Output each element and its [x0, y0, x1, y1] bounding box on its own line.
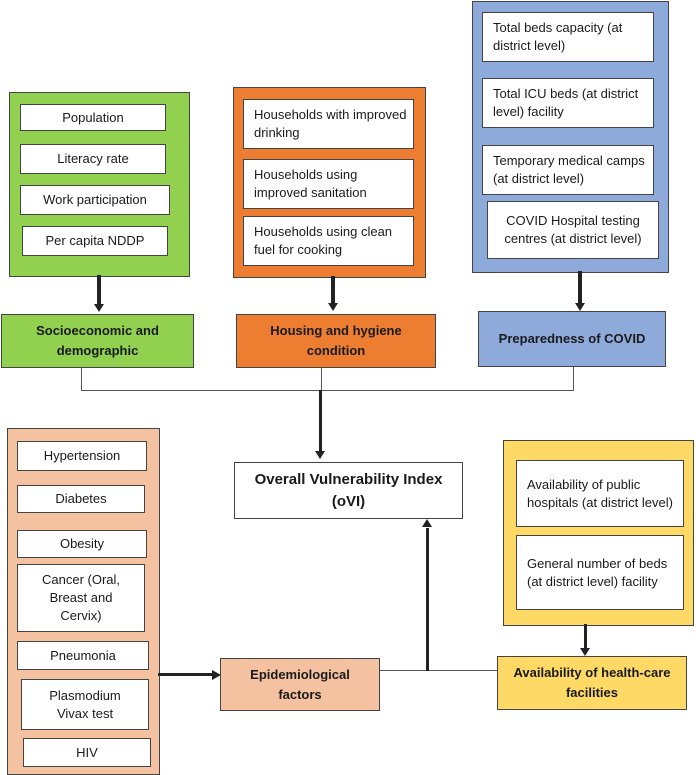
epi-category-box: Epidemiological factors: [220, 658, 380, 711]
socio-item-work: Work participation: [20, 185, 170, 215]
lower-bracket: [380, 670, 497, 671]
covid-item-camps: Temporary medical camps (at district lev…: [482, 145, 654, 195]
upper-bracket-right: [573, 367, 574, 390]
health-arrowhead: [580, 648, 590, 656]
ovi-abbr: (oVI): [331, 492, 366, 510]
epi-arrowhead: [212, 670, 221, 680]
lower-to-ovi: [426, 528, 429, 671]
housing-to-bracket: [321, 368, 322, 390]
covid-connector: [578, 271, 582, 304]
health-item-hospitals: Availability of public hospitals (at dis…: [516, 460, 684, 527]
socio-category-box: Socioeconomic and demographic: [1, 314, 194, 368]
health-category-box: Availability of health-care facilities: [497, 656, 687, 710]
housing-item-fuel: Households using clean fuel for cooking: [243, 216, 414, 266]
ovi-top-arrowhead: [315, 451, 325, 459]
upper-bracket-bottom: [81, 390, 574, 391]
housing-connector: [331, 276, 335, 304]
ovi-title: Overall Vulnerability Index: [254, 470, 443, 488]
socio-item-population: Population: [20, 104, 166, 131]
covid-arrowhead: [575, 303, 585, 311]
epi-item-pneumonia: Pneumonia: [17, 641, 149, 670]
epi-item-cancer: Cancer (Oral, Breast and Cervix): [17, 564, 145, 632]
covid-item-beds: Total beds capacity (at district level): [482, 12, 654, 62]
socio-item-literacy: Literacy rate: [20, 144, 166, 174]
upper-bracket-left: [81, 368, 82, 390]
epi-item-diabetes: Diabetes: [17, 485, 145, 513]
housing-item-sanitation: Households using improved sanitation: [243, 159, 414, 209]
housing-arrowhead: [328, 303, 338, 311]
health-connector: [584, 624, 587, 649]
socio-connector: [97, 275, 101, 305]
ovi-bottom-arrowhead: [422, 519, 432, 527]
housing-item-drinking: Households with improved drinking: [243, 99, 414, 149]
epi-connector: [158, 673, 213, 676]
covid-item-icu: Total ICU beds (at district level) facil…: [482, 78, 654, 128]
epi-item-hypertension: Hypertension: [17, 441, 147, 471]
epi-item-hiv: HIV: [23, 738, 151, 767]
socio-item-nddp: Per capita NDDP: [22, 226, 168, 256]
covid-category-box: Preparedness of COVID: [478, 311, 666, 367]
housing-category-box: Housing and hygiene condition: [236, 314, 436, 368]
bracket-to-ovi: [319, 390, 322, 452]
covid-item-testing: COVID Hospital testing centres (at distr…: [487, 201, 659, 259]
epi-item-plasmodium: Plasmodium Vivax test: [21, 679, 149, 730]
socio-arrowhead: [94, 304, 104, 312]
ovi-box: Overall Vulnerability Index (oVI): [234, 462, 463, 519]
epi-item-obesity: Obesity: [17, 530, 147, 558]
health-item-beds: General number of beds (at district leve…: [516, 535, 684, 610]
